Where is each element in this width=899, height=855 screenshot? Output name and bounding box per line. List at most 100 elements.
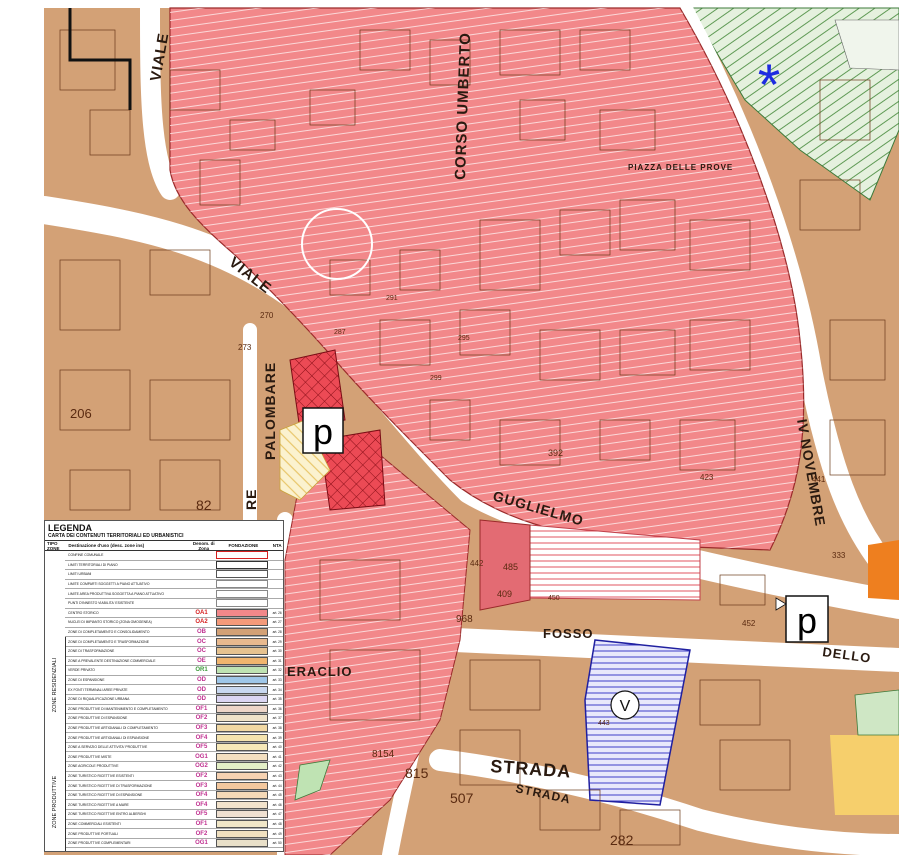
legend-row-code: OR1 bbox=[195, 667, 208, 674]
legend-row-desc: ZONE TURISTICO RICETTIVE ENTRO ALBERGHI bbox=[68, 812, 146, 817]
legend-row-swatch bbox=[216, 666, 269, 675]
legend-row-swatch bbox=[216, 599, 269, 608]
legend-row-swatch bbox=[216, 608, 269, 617]
parcel-number: 441 bbox=[812, 475, 826, 484]
parcel-number: 815 bbox=[405, 765, 429, 781]
legend-row-nta: art. 33 bbox=[272, 678, 282, 683]
legend-row-swatch bbox=[216, 580, 269, 589]
legend-row-nta: art. 47 bbox=[272, 812, 282, 817]
legend-row-nta: art. 45 bbox=[272, 793, 282, 798]
legend-row: LIMITE AREA PRODUTTIVA SOGGETTA A PIANO … bbox=[65, 589, 283, 599]
legend-row-nta: art. 46 bbox=[272, 802, 282, 807]
parcel-number: 270 bbox=[260, 311, 274, 320]
legend-row-desc: ZONE AGRICOLE PRODUTTIVE bbox=[68, 764, 119, 769]
yellow-hatch-strip bbox=[279, 419, 331, 501]
legend-col-swatch: FONDAZIONE bbox=[228, 543, 259, 548]
legend-row: ZONE A PREVALENTE DESTINAZIONE COMMERCIA… bbox=[65, 656, 283, 667]
parcel-number: 442 bbox=[470, 559, 484, 568]
legend-row-desc: ZONE DI TRASFORMAZIONE bbox=[68, 649, 115, 654]
legend-row-swatch bbox=[216, 791, 269, 800]
legend-row-swatch bbox=[216, 829, 269, 838]
parking-sign-2: p bbox=[785, 595, 829, 643]
legend-row-nta: art. 26 bbox=[272, 610, 282, 615]
legend-row-desc: ZONE DI RIQUALIFICAZIONE URBANA bbox=[68, 697, 130, 702]
legend-row-nta: art. 34 bbox=[272, 687, 282, 692]
legend-row-swatch bbox=[216, 800, 269, 809]
parcel-number: 507 bbox=[450, 790, 474, 806]
v-badge-letter: V bbox=[620, 698, 631, 715]
legend-row-nta: art. 48 bbox=[272, 821, 282, 826]
legend-col-type: TIPO ZONE bbox=[47, 540, 60, 551]
legend-group-productive-label: ZONE PRODUTTIVE bbox=[52, 775, 58, 829]
legend-row-swatch bbox=[216, 743, 269, 752]
legend-row-code: OF1 bbox=[195, 820, 208, 827]
legend-row: ZONE PRODUTTIVE DI MANTENIMENTO E COMPLE… bbox=[65, 704, 283, 715]
legend-group-residential: ZONE RESIDENZIALI bbox=[45, 637, 66, 732]
legend-row-code: OF2 bbox=[195, 830, 208, 837]
legend-row-code: OG1 bbox=[195, 840, 208, 847]
legend-row: CONFINE COMUNALE bbox=[65, 551, 283, 561]
legend-row-code: OC bbox=[196, 648, 206, 655]
legend-row-desc: ZONE PRODUTTIVE ARTIGIANALI DI ESPANSION… bbox=[68, 735, 150, 740]
legend-panel: LEGENDA CARTA DEI CONTENUTI TERRITORIALI… bbox=[44, 520, 284, 852]
legend-row-swatch bbox=[216, 695, 269, 704]
legend-row-swatch bbox=[216, 762, 269, 771]
legend-group-productive: ZONE PRODUTTIVE bbox=[45, 732, 66, 851]
parking-label-1: p bbox=[313, 411, 333, 452]
green-strip bbox=[294, 759, 331, 801]
legend-row-swatch bbox=[216, 733, 269, 742]
legend-row: ZONE PRODUTTIVE ARTIGIANALI DI ESPANSION… bbox=[65, 733, 283, 743]
legend-row-desc: ZONE TURISTICO RICETTIVE ESISTENTI bbox=[68, 773, 134, 778]
legend-row: ZONE TURISTICO RICETTIVE ENTRO ALBERGHI O… bbox=[65, 810, 283, 820]
legend-row-swatch bbox=[216, 685, 269, 694]
parcel-number: 291 bbox=[386, 295, 398, 302]
parcel-number: 333 bbox=[832, 551, 846, 560]
legend-row-nta: art. 44 bbox=[272, 783, 282, 788]
legend-row-nta: art. 42 bbox=[272, 764, 282, 769]
legend-row-code: OG2 bbox=[195, 763, 208, 770]
legend-row-swatch bbox=[216, 628, 269, 637]
legend-row-desc: LIMITI TERRITORIALI DI PIANO bbox=[68, 562, 118, 567]
legend-row-swatch bbox=[216, 752, 269, 761]
legend-row-nta: art. 41 bbox=[272, 754, 282, 759]
parcel-number: 295 bbox=[458, 335, 470, 342]
legend-row-desc: ZONE PRODUTTIVE DI ESPANSIONE bbox=[68, 716, 128, 721]
highlight-circle[interactable] bbox=[301, 208, 373, 280]
legend-body: ZONE RESIDENZIALI ZONE PRODUTTIVE CONFIN… bbox=[45, 551, 283, 851]
legend-row-desc: ZONE COMMERCIALI ESISTENTI bbox=[68, 821, 121, 826]
legend-row-swatch bbox=[216, 637, 269, 646]
legend-row-code: OF5 bbox=[195, 811, 208, 818]
v-badge bbox=[610, 690, 640, 720]
legend-row-swatch bbox=[216, 551, 269, 560]
asterisk-icon: * bbox=[758, 53, 781, 118]
legend-row: LIMITI TERRITORIALI DI PIANO bbox=[65, 560, 283, 571]
parcel-number: 452 bbox=[742, 619, 756, 628]
parcel-number: 423 bbox=[700, 473, 714, 482]
legend-row-swatch bbox=[216, 656, 269, 665]
blue-zone bbox=[584, 639, 691, 806]
legend-row-nta: art. 37 bbox=[272, 716, 282, 721]
legend-row-code: OD bbox=[196, 677, 206, 684]
orange-zone bbox=[868, 540, 899, 600]
legend-row-desc: LIMITI URBANI bbox=[68, 572, 92, 577]
legend-row-code: OA2 bbox=[195, 619, 208, 626]
historic-zone-south-hatch bbox=[285, 455, 470, 855]
legend-row-swatch bbox=[216, 819, 269, 828]
legend-row: ZONE PRODUTTIVE ARTIGIANALI DI COMPLETAM… bbox=[65, 723, 283, 734]
parking-sign-1: p bbox=[302, 407, 344, 454]
parcel-number: 282 bbox=[610, 832, 634, 848]
legend-row-code: OF3 bbox=[195, 782, 208, 789]
parking-label-2: p bbox=[797, 600, 817, 641]
legend-row-swatch bbox=[216, 589, 269, 598]
street-re: RE bbox=[243, 489, 259, 510]
legend-row-nta: art. 38 bbox=[272, 725, 282, 730]
legend-header: TIPO ZONE Destinazione d'uso (desc. zone… bbox=[45, 540, 283, 551]
legend-row-desc: ZONE TURISTICO RICETTIVE A MARE bbox=[68, 802, 129, 807]
